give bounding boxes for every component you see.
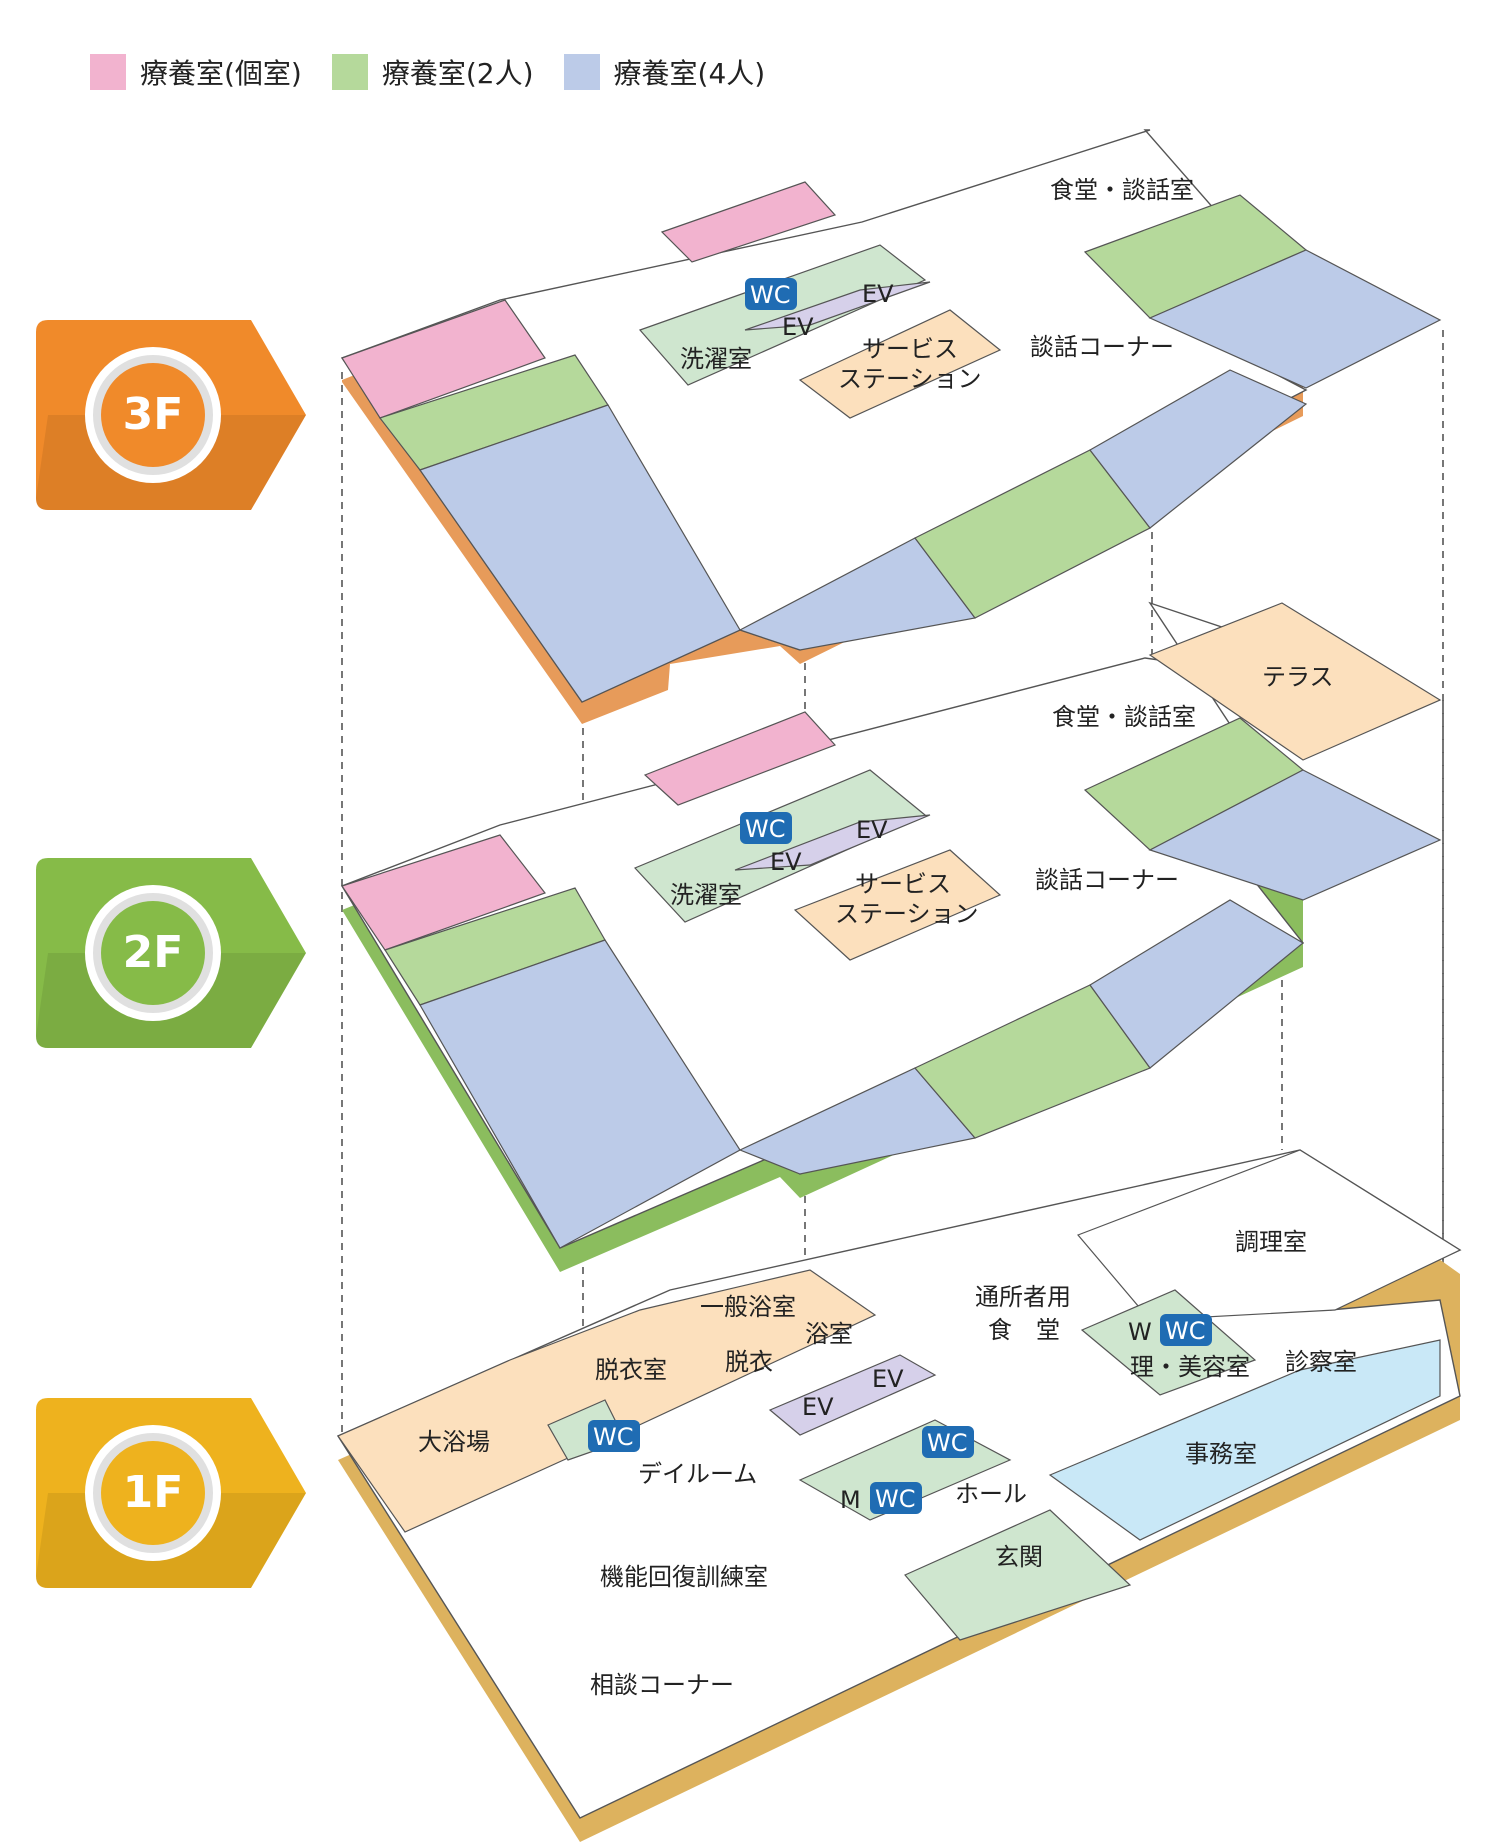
legend-item-quad: 療養室(4人) <box>563 52 766 92</box>
label-dressing1-1f: 脱衣室 <box>595 1356 667 1384</box>
label-big-bath-1f: 大浴場 <box>418 1428 490 1456</box>
room-private-3f-top <box>660 181 837 263</box>
label-wc-mid-1f: WC <box>927 1429 968 1457</box>
badge-label-2f: 2F <box>122 927 184 978</box>
room-private-2f-left <box>341 834 546 951</box>
badge-shape-1f <box>36 1398 306 1588</box>
ev-1f <box>768 1354 937 1436</box>
ev-3f <box>744 281 931 331</box>
floor-1f: 調理室 通所者用 食 堂 一般浴室 浴室 脱衣室 脱衣 W WC 理・美容室 診… <box>336 1149 1462 1842</box>
label-hall-1f: ホール <box>955 1480 1027 1508</box>
legend-swatch-private <box>90 54 126 90</box>
label-wc-2f: WC <box>745 815 786 843</box>
wc-badge-bath-1f <box>588 1420 640 1452</box>
label-lounge-2f: 談話コーナー <box>1035 866 1179 894</box>
ev-2f <box>734 814 931 871</box>
label-ev1-1f: EV <box>872 1365 904 1393</box>
label-ev1-3f: EV <box>862 280 894 308</box>
floor-badge-3f[interactable]: 3F <box>36 320 306 510</box>
terrace-2f <box>1148 602 1442 761</box>
room-quad-2f-right <box>1148 769 1442 901</box>
room-quad-3f-right <box>1148 249 1442 389</box>
room-quad-3f-right-bottom <box>1089 369 1308 529</box>
legend: 療養室(個室) 療養室(2人) 療養室(4人) <box>90 52 765 92</box>
legend-item-double: 療養室(2人) <box>331 52 534 92</box>
wc-badge-mid-1f <box>922 1426 974 1458</box>
label-kitchen-1f: 調理室 <box>1235 1228 1307 1256</box>
label-lounge-3f: 談話コーナー <box>1030 333 1174 361</box>
label-ev2-3f: EV <box>782 313 814 341</box>
legend-label-private: 療養室(個室) <box>140 57 302 90</box>
label-w-1f: W <box>1128 1318 1152 1346</box>
label-station1-2f: サービス <box>855 870 951 898</box>
badge-shape-3f <box>36 320 306 510</box>
label-ev1-2f: EV <box>856 816 888 844</box>
wc-badge-m-1f <box>870 1482 922 1514</box>
label-dressing2-1f: 脱衣 <box>725 1348 773 1376</box>
service-station-3f <box>798 309 1002 419</box>
label-dayroom-1f: デイルーム <box>638 1460 757 1488</box>
legend-swatch-double <box>331 54 368 90</box>
legend-label-double: 療養室(2人) <box>381 57 534 90</box>
label-ev2-2f: EV <box>770 848 802 876</box>
room-private-3f-left <box>341 299 546 419</box>
label-rehab-1f: 機能回復訓練室 <box>600 1563 768 1591</box>
label-wc-3f: WC <box>750 281 791 309</box>
label-ev2-1f: EV <box>802 1393 834 1421</box>
wc-badge-top-1f <box>1160 1314 1212 1346</box>
label-station1-3f: サービス <box>862 335 958 363</box>
badge-shape-2f <box>36 858 306 1048</box>
label-wc-m-1f: WC <box>875 1485 916 1513</box>
service-station-2f <box>793 849 1002 961</box>
label-general-bath-1f: 一般浴室 <box>700 1293 796 1321</box>
entrance-1f <box>904 1509 1132 1641</box>
badge-label-3f: 3F <box>122 389 184 440</box>
label-wc-bath-1f: WC <box>593 1423 634 1451</box>
legend-label-quad: 療養室(4人) <box>613 57 766 90</box>
core-3f <box>638 244 927 386</box>
label-bathroom-1f: 浴室 <box>805 1320 853 1348</box>
floor-2f: テラス 食堂・談話室 EV EV WC 洗濯室 サービス ステーション 談話コー… <box>340 601 1442 1272</box>
floor-3f: 食堂・談話室 EV EV WC 洗濯室 サービス ステーション 談話コーナー <box>340 129 1442 724</box>
label-station2-3f: ステーション <box>838 365 982 393</box>
legend-item-private: 療養室(個室) <box>90 52 302 92</box>
label-station2-2f: ステーション <box>835 900 979 928</box>
badge-label-1f: 1F <box>122 1467 184 1518</box>
wc-badge-3f <box>745 278 797 310</box>
label-dining-2f: 食堂・談話室 <box>1052 703 1196 731</box>
label-office-1f: 事務室 <box>1185 1440 1257 1468</box>
label-laundry-2f: 洗濯室 <box>670 881 742 909</box>
floor-badge-2f[interactable]: 2F <box>36 858 306 1048</box>
room-quad-2f-right-bottom <box>1089 899 1305 1069</box>
room-private-2f-top <box>643 711 837 806</box>
legend-swatch-quad <box>563 54 600 90</box>
floor-badge-1f[interactable]: 1F <box>36 1398 306 1588</box>
label-dining-3f: 食堂・談話室 <box>1050 176 1194 204</box>
label-consult-1f: 相談コーナー <box>590 1671 734 1699</box>
label-beauty-1f: 理・美容室 <box>1130 1353 1250 1381</box>
bath-zone-1f <box>337 1269 877 1533</box>
label-entrance-1f: 玄関 <box>995 1543 1043 1571</box>
label-daycare1-1f: 通所者用 <box>975 1283 1071 1311</box>
label-terrace-2f: テラス <box>1262 663 1334 691</box>
label-m-1f: M <box>840 1486 861 1514</box>
label-exam-1f: 診察室 <box>1285 1348 1357 1376</box>
wc-badge-2f <box>740 812 792 844</box>
office-1f <box>1048 1339 1441 1541</box>
label-daycare2-1f: 食 堂 <box>988 1316 1060 1344</box>
label-laundry-3f: 洗濯室 <box>680 345 752 373</box>
label-wc-top-1f: WC <box>1165 1317 1206 1345</box>
